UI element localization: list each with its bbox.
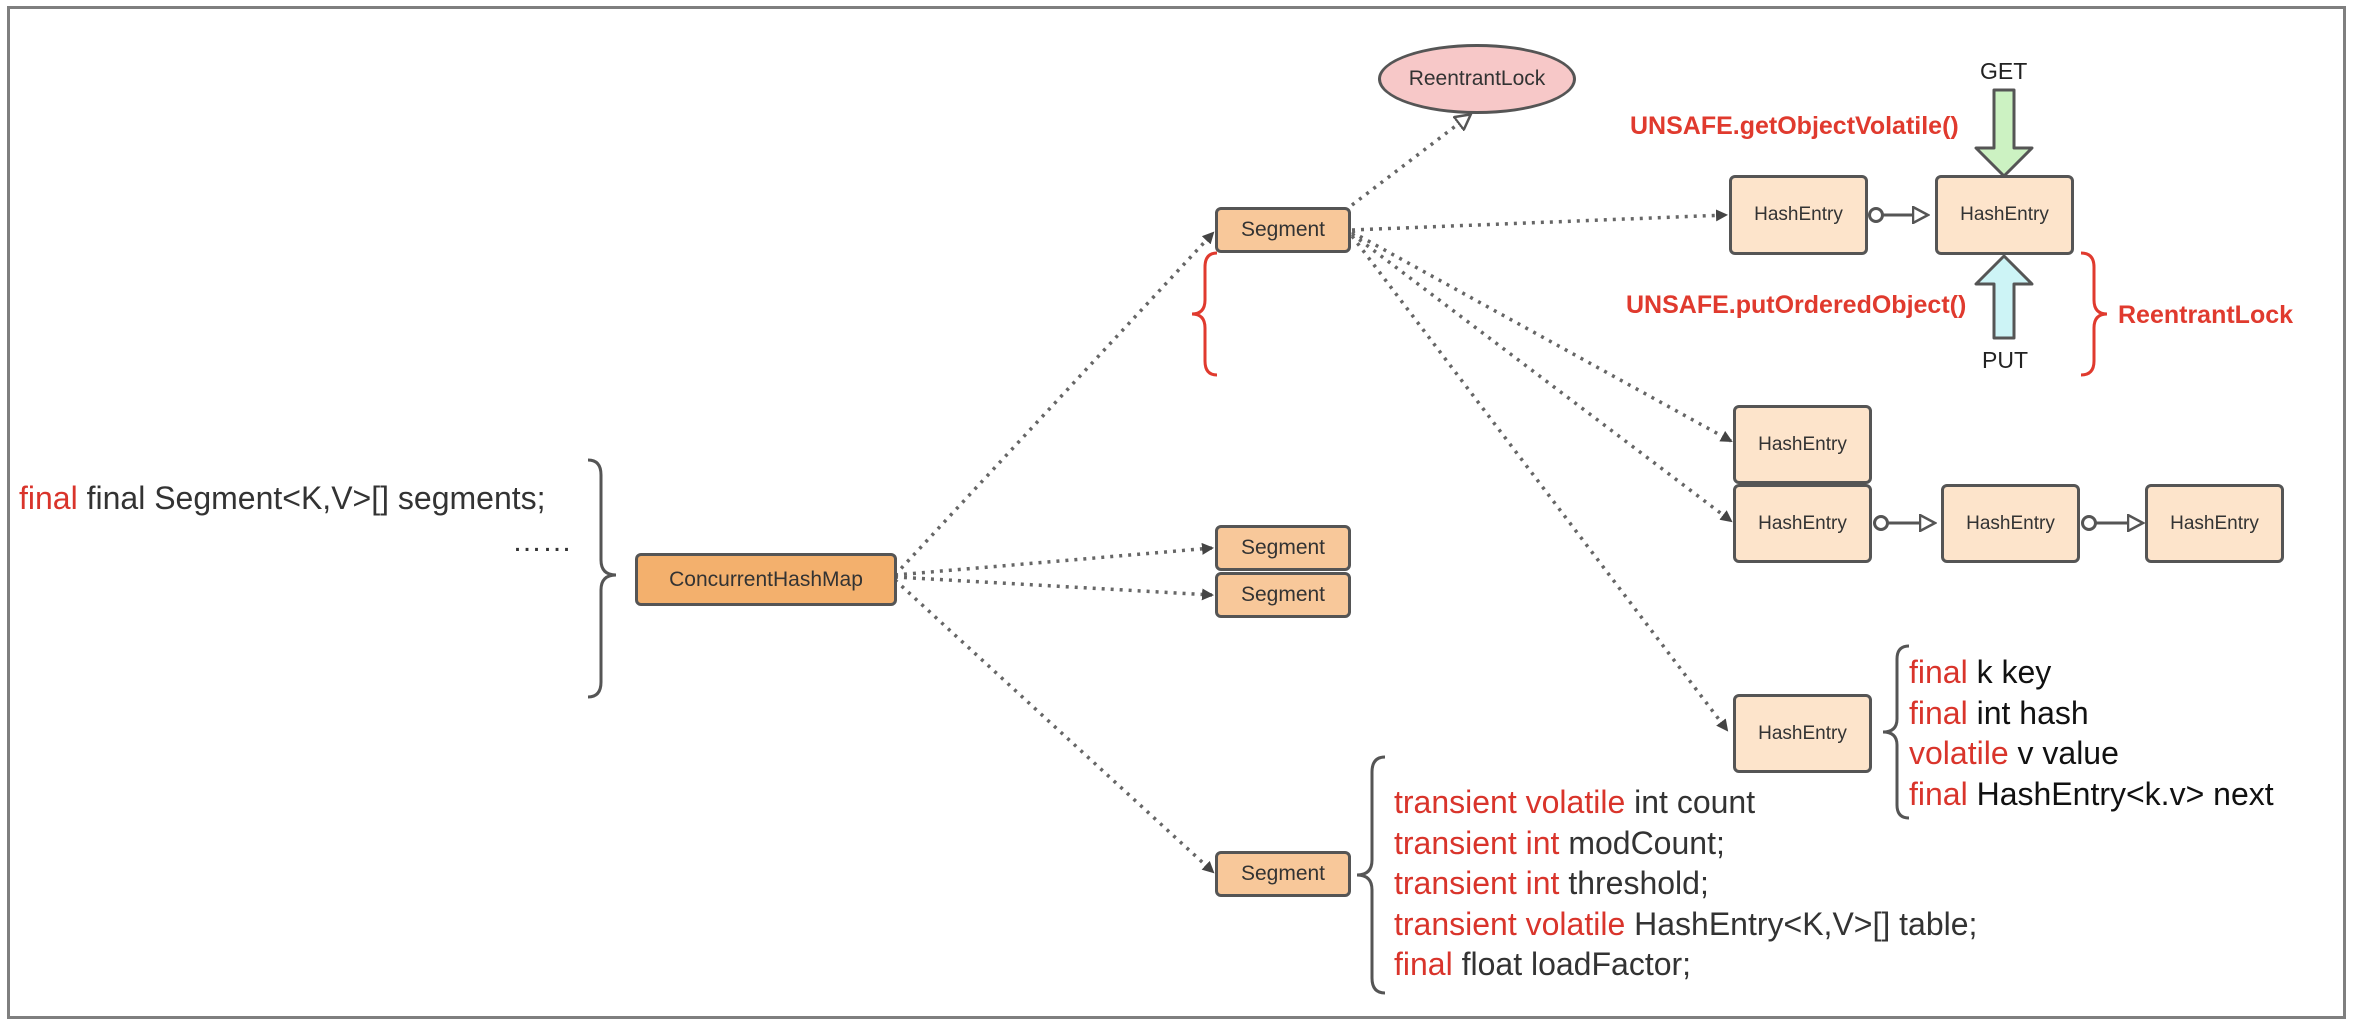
- segment-node-mid2: Segment: [1215, 572, 1351, 618]
- reentrant-lock-node: ReentrantLock: [1378, 44, 1576, 114]
- brace-segment-fields: [1356, 755, 1386, 995]
- entry-field-keyword: final: [1909, 654, 1968, 690]
- next-link-top-origin: [1868, 207, 1884, 223]
- get-method-text: UNSAFE.getObjectVolatile(): [1630, 112, 1959, 140]
- entry-field-text: int hash: [1967, 694, 2089, 731]
- ellipsis-text: ……: [512, 525, 572, 558]
- edge-segment-to-entry-1: [1351, 209, 1728, 232]
- segment-fields: transient volatile int count transient i…: [1394, 782, 1977, 985]
- segment-label: Segment: [1240, 862, 1326, 885]
- entry-field-row: final HashEntry<k.v> next: [1909, 774, 2274, 815]
- segments-declaration-text: final Segment<K,V>[] segments;: [77, 480, 546, 516]
- brace-entry-fields: [1882, 644, 1910, 820]
- put-method-text: UNSAFE.putOrderedObject(): [1626, 291, 1967, 319]
- segment-field-keyword: transient int: [1394, 824, 1560, 861]
- entry-field-text: v value: [2008, 735, 2119, 771]
- hash-entry-label: HashEntry: [1758, 512, 1847, 534]
- segment-label: Segment: [1240, 583, 1326, 606]
- edge-segment-to-entry-3: [1350, 232, 1733, 523]
- put-method-label: UNSAFE.putOrderedObject(): [1626, 291, 1966, 320]
- hash-entry-label: HashEntry: [1758, 433, 1847, 455]
- concurrent-hash-map-label: ConcurrentHashMap: [669, 567, 863, 591]
- segment-field-text: float loadFactor;: [1452, 946, 1692, 982]
- diagram-frame: [7, 6, 2346, 1019]
- hash-entry-mid-1: HashEntry: [1733, 484, 1872, 563]
- hash-entry-mid-2: HashEntry: [1941, 484, 2080, 563]
- hash-entry-top-1: HashEntry: [1729, 175, 1868, 255]
- entry-field-row: volatile v value: [1909, 733, 2274, 774]
- hash-entry-mid-3: HashEntry: [2145, 484, 2284, 563]
- segment-field-keyword: transient volatile: [1394, 784, 1626, 820]
- segment-field-row: final float loadFactor;: [1394, 944, 1977, 985]
- hash-entry-top-2: HashEntry: [1935, 175, 2074, 255]
- segment-node-top: Segment: [1215, 207, 1351, 253]
- edge-map-to-segment-mid2: [894, 575, 1214, 601]
- hash-entry-bottom: HashEntry: [1733, 694, 1872, 773]
- final-keyword: final: [19, 480, 78, 516]
- entry-field-text: HashEntry<k.v> next: [1967, 775, 2274, 812]
- entry-field-keyword: final: [1909, 694, 1968, 731]
- put-label-text: PUT: [1982, 347, 2028, 373]
- reentrant-lock-label: ReentrantLock: [1408, 67, 1546, 90]
- entry-field-row: final int hash: [1909, 693, 2274, 734]
- concurrent-hash-map-node: ConcurrentHashMap: [635, 553, 897, 606]
- get-label: GET: [1980, 58, 2027, 85]
- entry-field-row: final k key: [1909, 652, 2274, 693]
- next-link-mid-2-origin: [2081, 515, 2097, 531]
- hash-entry-label: HashEntry: [1960, 204, 2049, 225]
- brace-left-code: [587, 458, 617, 699]
- segment-field-keyword: transient int: [1394, 865, 1560, 901]
- edge-map-to-segment-mid1: [894, 542, 1214, 577]
- edge-segment-to-entry-2: [1351, 230, 1733, 443]
- segment-field-text: int count: [1625, 784, 1756, 820]
- segment-label: Segment: [1240, 536, 1326, 559]
- get-label-text: GET: [1980, 58, 2028, 84]
- segment-field-row: transient volatile int count: [1394, 782, 1977, 823]
- entry-lock-label: ReentrantLock: [2118, 301, 2293, 330]
- segments-declaration: final final Segment<K,V>[] segments;: [19, 478, 546, 519]
- segment-field-row: transient int modCount;: [1394, 823, 1977, 864]
- put-label: PUT: [1982, 347, 2028, 374]
- brace-entry-lock-red: [2080, 251, 2108, 377]
- segment-field-keyword: transient volatile: [1394, 905, 1626, 942]
- get-method-label: UNSAFE.getObjectVolatile(): [1630, 112, 1959, 141]
- segment-field-row: transient volatile HashEntry<K,V>[] tabl…: [1394, 904, 1977, 945]
- hash-entry-label: HashEntry: [2170, 512, 2259, 534]
- entry-field-keyword: volatile: [1909, 735, 2009, 771]
- hash-entry-mid-single: HashEntry: [1733, 405, 1872, 484]
- segment-field-keyword: final: [1394, 946, 1453, 982]
- next-link-mid-1-origin: [1873, 515, 1889, 531]
- hash-entry-label: HashEntry: [1966, 512, 2055, 534]
- segment-field-text: HashEntry<K,V>[] table;: [1625, 905, 1978, 942]
- edge-map-to-segment-top: [893, 231, 1215, 577]
- hash-entry-fields: final k key final int hash volatile v va…: [1909, 652, 2274, 814]
- segment-label: Segment: [1240, 218, 1326, 241]
- segment-field-text: modCount;: [1559, 824, 1725, 861]
- hash-entry-label: HashEntry: [1754, 204, 1843, 225]
- entry-field-keyword: final: [1909, 775, 1968, 812]
- ellipsis: ……: [512, 522, 572, 563]
- put-arrow: [1974, 254, 2034, 340]
- segment-field-text: threshold;: [1559, 865, 1709, 901]
- entry-lock-text: ReentrantLock: [2118, 301, 2294, 329]
- entry-field-text: k key: [1967, 654, 2052, 690]
- edge-segment-to-lock: [1350, 115, 1470, 207]
- hash-entry-label: HashEntry: [1758, 722, 1847, 744]
- segment-node-mid1: Segment: [1215, 525, 1351, 571]
- segment-field-row: transient int threshold;: [1394, 863, 1977, 904]
- get-arrow: [1974, 88, 2034, 178]
- brace-segment-red: [1191, 251, 1218, 377]
- segment-node-bottom: Segment: [1215, 851, 1351, 897]
- edge-map-to-segment-bottom: [893, 578, 1215, 874]
